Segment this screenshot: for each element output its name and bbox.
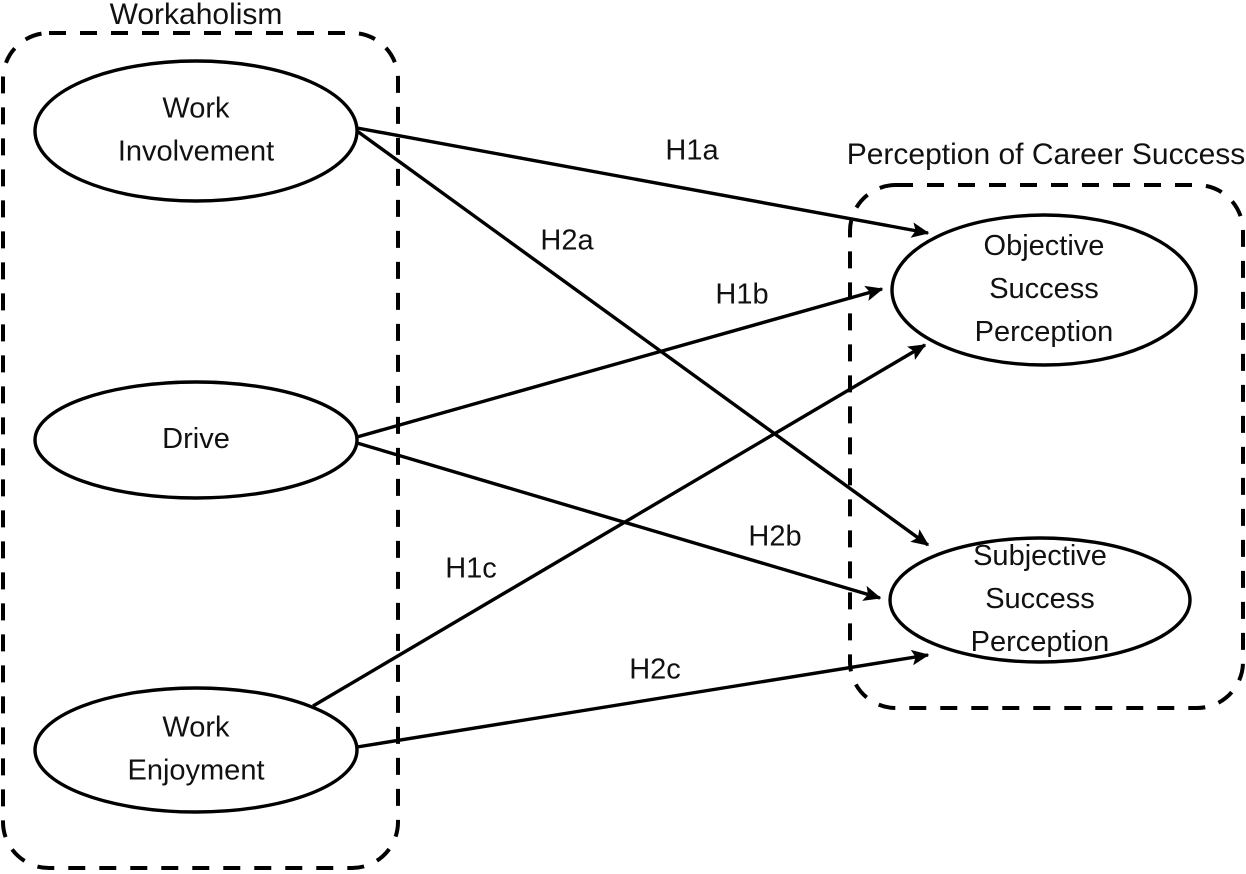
node-label-drive: Drive <box>162 423 230 455</box>
node-label-line: Involvement <box>118 135 274 167</box>
edge-h1b-drive-to-objective <box>356 285 884 439</box>
edges-layer <box>312 126 930 749</box>
node-label-line: Work <box>162 711 230 743</box>
group-frame-workaholism <box>1 31 400 870</box>
node-work-enjoyment <box>33 686 359 814</box>
node-label-line: Subjective <box>973 540 1107 572</box>
node-label-line: Work <box>162 92 230 124</box>
node-label-line: Enjoyment <box>127 754 264 786</box>
node-label-line: Success <box>985 583 1095 615</box>
node-work-involvement <box>33 59 359 203</box>
group-frame-career-success <box>848 183 1245 710</box>
node-label-line: Success <box>989 273 1099 305</box>
nodes-layer <box>33 59 1198 814</box>
edge-h2b-drive-to-subjective <box>356 441 882 601</box>
edge-h2c-work-enjoyment-to-subjective <box>356 649 930 749</box>
edge-label-h2c: H2c <box>629 654 681 686</box>
edge-label-h1b: H1b <box>715 279 768 311</box>
group-title-career-success: Perception of Career Success <box>847 138 1246 171</box>
edge-h2a-work-involvement-to-subjective <box>356 129 930 547</box>
node-subjective-success-perception <box>888 536 1192 664</box>
edge-label-h1c: H1c <box>445 553 497 585</box>
edge-labels-layer: H1a H2a H1b H2b H1c H2c <box>445 135 801 686</box>
node-label-line: Perception <box>971 626 1110 658</box>
edge-label-h2a: H2a <box>540 225 594 257</box>
edge-h1c-work-enjoyment-to-objective <box>312 343 927 708</box>
edge-label-h2b: H2b <box>748 521 801 553</box>
edge-h1a-work-involvement-to-objective <box>356 126 930 238</box>
node-drive <box>33 380 359 500</box>
node-label-line: Perception <box>975 316 1114 348</box>
node-label-line: Objective <box>984 230 1105 262</box>
group-title-workaholism: Workaholism <box>110 0 283 31</box>
node-label-line: Drive <box>162 423 230 455</box>
node-objective-success-perception <box>890 213 1198 367</box>
group-frames <box>1 31 1245 870</box>
edge-label-h1a: H1a <box>665 135 719 167</box>
group-titles: Workaholism Perception of Career Success <box>110 0 1246 171</box>
